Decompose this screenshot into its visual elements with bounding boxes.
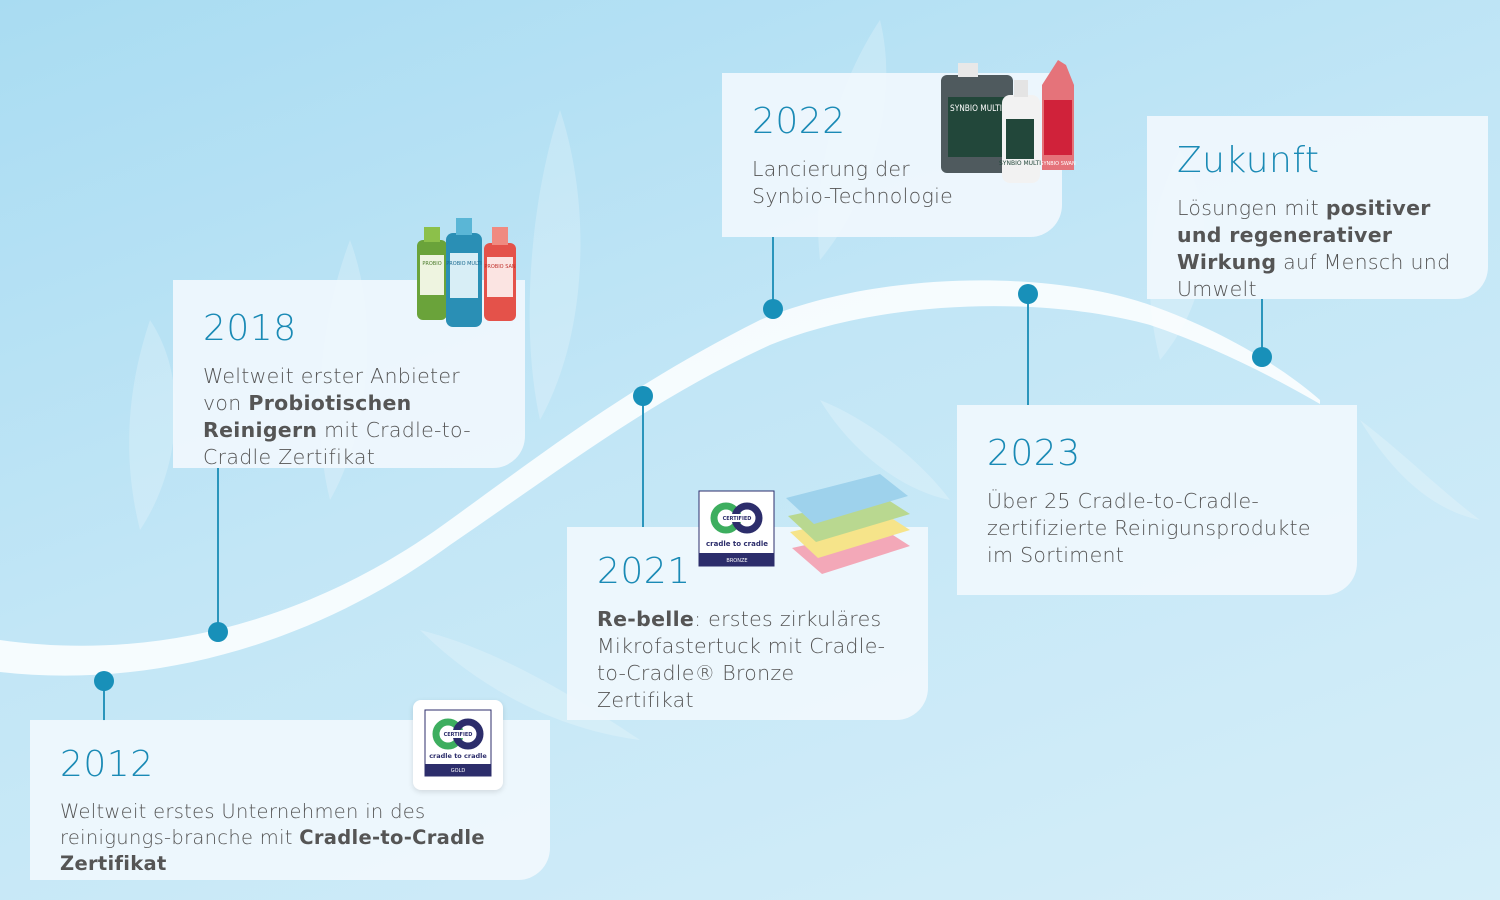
bold-text: positiver und regenerativer Wirkung (1177, 196, 1431, 274)
badge-name: cradle to cradle (706, 540, 768, 548)
badge-level: GOLD (451, 768, 466, 774)
product-label: PROBIO MULTI (446, 261, 481, 267)
milestone-year: 2012 (60, 744, 154, 785)
badge-top: CERTIFIED (723, 516, 752, 522)
synbio-products-image: SYNBIO MULTI SYNBIO MULTI SYNBIO SWAN (941, 60, 1076, 183)
milestone-card-zukunft: Zukunft Lösungen mit positiver und regen… (1147, 116, 1488, 301)
connector-2021 (642, 396, 644, 527)
product-label: SYNBIO MULTI (999, 160, 1041, 167)
timeline-dot-2021 (633, 386, 653, 406)
milestone-text: Weltweit erstes Unternehmen in des reini… (60, 799, 520, 877)
milestone-text: Weltweit erster Anbieter von Probiotisch… (203, 363, 495, 471)
timeline-dot-2023 (1018, 284, 1038, 304)
c2c-bronze-badge: CERTIFIED cradle to cradle BRONZE (698, 490, 775, 567)
badge-top: CERTIFIED (444, 732, 473, 738)
badge-level: BRONZE (726, 558, 747, 564)
connector-zukunft (1261, 299, 1263, 357)
text: Weltweit erster Anbieter von (203, 364, 460, 415)
timeline-dot-2012 (94, 671, 114, 691)
milestone-year: 2021 (597, 551, 691, 592)
text: : erstes zirkuläres Mikrofastertuck mit … (597, 607, 886, 712)
product-label: PROBIO (422, 261, 441, 267)
milestone-year: 2018 (203, 308, 297, 349)
connector-2018 (217, 468, 219, 632)
text: auf Mensch und Umwelt (1177, 250, 1451, 301)
milestone-text: Re-belle: erstes zirkuläres Mikrofastert… (597, 606, 898, 714)
timeline-dot-2018 (208, 622, 228, 642)
milestone-text: Über 25 Cradle-to-Cradle-zertifizierte R… (987, 489, 1311, 567)
text: mit Cradle-to-Cradle Zertifikat (203, 418, 471, 469)
milestone-text: Lösungen mit positiver und regenerativer… (1177, 195, 1458, 303)
bold-text: Cradle-to-Cradle Zertifikat (60, 826, 485, 875)
connector-2022 (772, 237, 774, 309)
text: Weltweit erstes Unternehmen in des reini… (60, 800, 426, 849)
product-label: PROBIO SAN (484, 264, 516, 270)
timeline-dot-2022 (763, 299, 783, 319)
milestone-year: 2023 (987, 433, 1081, 474)
product-label: SYNBIO SWAN (1040, 161, 1076, 167)
text: Lösungen mit (1177, 196, 1326, 220)
bold-text: Re-belle (597, 607, 695, 631)
milestone-year: 2022 (752, 101, 846, 142)
microfiber-cloths-image (786, 474, 910, 574)
probio-products-image: PROBIO PROBIO MULTI PROBIO SAN (417, 218, 516, 327)
bold-text: Probiotischen Reinigern (203, 391, 412, 442)
connector-2012 (103, 681, 105, 721)
timeline-dot-zukunft (1252, 347, 1272, 367)
c2c-gold-badge: CERTIFIED cradle to cradle GOLD (413, 700, 503, 790)
product-label: SYNBIO MULTI (950, 104, 1002, 114)
milestone-year: Zukunft (1177, 140, 1320, 181)
badge-name: cradle to cradle (429, 752, 487, 760)
milestone-card-2023: 2023 Über 25 Cradle-to-Cradle-zertifizie… (957, 405, 1357, 595)
c2c-logo-icon: CERTIFIED cradle to cradle GOLD (424, 709, 492, 777)
milestone-text: Lancierung der Synbio-Technologie (752, 157, 953, 208)
connector-2023 (1027, 294, 1029, 405)
